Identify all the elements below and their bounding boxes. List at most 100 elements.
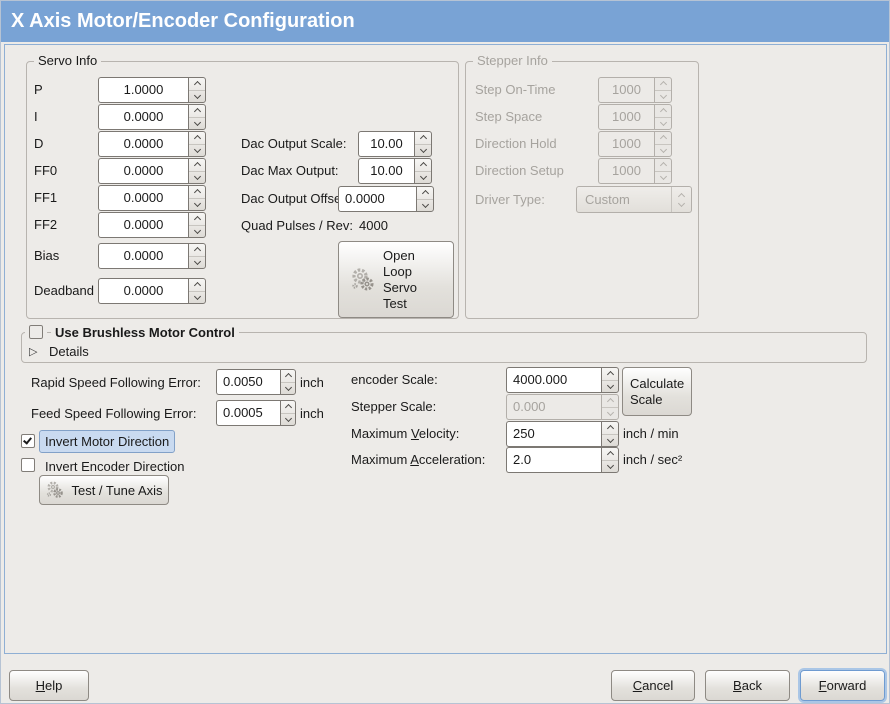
feed-following-error-spinbox[interactable]: 0.0005	[216, 400, 296, 426]
spin-down-icon[interactable]	[415, 172, 431, 184]
i-spinbox-value[interactable]: 0.0000	[98, 104, 188, 130]
ff2-spinbox-arrows[interactable]	[188, 212, 206, 238]
dac-max-output-spinbox[interactable]: 10.00	[358, 158, 432, 184]
rapid-following-error-value[interactable]: 0.0050	[216, 369, 280, 395]
i-spinbox[interactable]: 0.0000	[98, 104, 206, 130]
back-button[interactable]: Back	[705, 670, 790, 701]
maximum-velocity-value[interactable]: 250	[506, 421, 601, 447]
spin-down-icon[interactable]	[417, 200, 433, 212]
i-spinbox-arrows[interactable]	[188, 104, 206, 130]
spin-up-icon[interactable]	[189, 279, 205, 292]
forward-button[interactable]: Forward	[800, 670, 885, 701]
test-tune-axis-button[interactable]: Test / Tune Axis	[39, 475, 169, 505]
dac-output-scale-value[interactable]: 10.00	[358, 131, 414, 157]
open-loop-servo-test-button[interactable]: Open Loop Servo Test	[338, 241, 454, 318]
dac-output-scale-spinbox[interactable]: 10.00	[358, 131, 432, 157]
spin-down-icon[interactable]	[602, 461, 618, 473]
spin-up-icon[interactable]	[189, 105, 205, 118]
feed-following-error-label: Feed Speed Following Error:	[31, 406, 197, 421]
ff1-spinbox-value[interactable]: 0.0000	[98, 185, 188, 211]
spin-up-icon[interactable]	[602, 368, 618, 381]
p-spinbox-value[interactable]: 1.0000	[98, 77, 188, 103]
maximum-acceleration-arrows[interactable]	[601, 447, 619, 473]
ff0-spinbox-value[interactable]: 0.0000	[98, 158, 188, 184]
spin-up-icon[interactable]	[417, 187, 433, 200]
p-spinbox[interactable]: 1.0000	[98, 77, 206, 103]
maximum-velocity-spinbox[interactable]: 250	[506, 421, 619, 447]
ff1-spinbox-arrows[interactable]	[188, 185, 206, 211]
dac-max-output-value[interactable]: 10.00	[358, 158, 414, 184]
spin-down-icon[interactable]	[189, 257, 205, 269]
deadband-spinbox[interactable]: 0.0000	[98, 278, 206, 304]
rapid-following-error-spinbox[interactable]: 0.0050	[216, 369, 296, 395]
p-spinbox-arrows[interactable]	[188, 77, 206, 103]
calculate-scale-button[interactable]: Calculate Scale	[622, 367, 692, 416]
encoder-scale-spinbox[interactable]: 4000.000	[506, 367, 619, 393]
feed-following-error-value[interactable]: 0.0005	[216, 400, 280, 426]
help-button[interactable]: Help	[9, 670, 89, 701]
spin-down-icon[interactable]	[602, 381, 618, 393]
spin-up-icon[interactable]	[602, 422, 618, 435]
deadband-spinbox-value[interactable]: 0.0000	[98, 278, 188, 304]
spin-up-icon[interactable]	[281, 401, 295, 414]
d-spinbox[interactable]: 0.0000	[98, 131, 206, 157]
bias-spinbox[interactable]: 0.0000	[98, 243, 206, 269]
spin-up-icon[interactable]	[281, 370, 295, 383]
encoder-scale-arrows[interactable]	[601, 367, 619, 393]
spin-down-icon[interactable]	[189, 226, 205, 238]
maximum-acceleration-value[interactable]: 2.0	[506, 447, 601, 473]
invert-motor-direction-label[interactable]: Invert Motor Direction	[39, 430, 176, 453]
d-spinbox-arrows[interactable]	[188, 131, 206, 157]
dac-max-output-arrows[interactable]	[414, 158, 432, 184]
details-expander-label[interactable]: Details	[49, 344, 89, 359]
spin-up-icon[interactable]	[189, 213, 205, 226]
invert-encoder-direction-checkbox[interactable]	[21, 458, 35, 472]
ff2-spinbox[interactable]: 0.0000	[98, 212, 206, 238]
spin-down-icon[interactable]	[281, 414, 295, 426]
ff0-spinbox-arrows[interactable]	[188, 158, 206, 184]
spin-down-icon[interactable]	[602, 435, 618, 447]
ff2-spinbox-value[interactable]: 0.0000	[98, 212, 188, 238]
spin-down-icon[interactable]	[189, 199, 205, 211]
invert-encoder-direction-label[interactable]: Invert Encoder Direction	[45, 459, 185, 474]
spin-up-icon[interactable]	[415, 132, 431, 145]
spin-down-icon[interactable]	[415, 145, 431, 157]
help-post: elp	[45, 678, 63, 693]
spin-up-icon[interactable]	[189, 78, 205, 91]
spin-up-icon[interactable]	[602, 448, 618, 461]
spin-up-icon[interactable]	[189, 244, 205, 257]
dac-output-offset-value[interactable]: 0.0000	[338, 186, 416, 212]
ff1-spinbox[interactable]: 0.0000	[98, 185, 206, 211]
spin-down-icon[interactable]	[189, 172, 205, 184]
spin-down-icon[interactable]	[189, 118, 205, 130]
bias-spinbox-arrows[interactable]	[188, 243, 206, 269]
bias-spinbox-value[interactable]: 0.0000	[98, 243, 188, 269]
use-brushless-checkbox[interactable]	[25, 321, 47, 343]
spin-up-icon[interactable]	[189, 159, 205, 172]
deadband-spinbox-arrows[interactable]	[188, 278, 206, 304]
open-loop-line4: Test	[383, 295, 407, 311]
spin-down-icon[interactable]	[281, 383, 295, 395]
encoder-scale-value[interactable]: 4000.000	[506, 367, 601, 393]
rapid-following-error-arrows[interactable]	[280, 369, 296, 395]
dac-output-offset-arrows[interactable]	[416, 186, 434, 212]
stepper-scale-value: 0.000	[506, 394, 601, 420]
spin-down-icon[interactable]	[189, 145, 205, 157]
i-label: I	[34, 109, 38, 124]
invert-motor-direction-checkbox[interactable]	[21, 434, 35, 448]
maximum-acceleration-spinbox[interactable]: 2.0	[506, 447, 619, 473]
spin-up-icon[interactable]	[189, 132, 205, 145]
spin-up-icon[interactable]	[415, 159, 431, 172]
step-on-time-label: Step On-Time	[475, 82, 556, 97]
cancel-button[interactable]: Cancel	[611, 670, 695, 701]
spin-up-icon[interactable]	[189, 186, 205, 199]
d-spinbox-value[interactable]: 0.0000	[98, 131, 188, 157]
spin-down-icon[interactable]	[189, 91, 205, 103]
expander-icon[interactable]: ▷	[29, 346, 38, 358]
feed-following-error-arrows[interactable]	[280, 400, 296, 426]
dac-output-offset-spinbox[interactable]: 0.0000	[338, 186, 434, 212]
spin-down-icon[interactable]	[189, 292, 205, 304]
ff0-spinbox[interactable]: 0.0000	[98, 158, 206, 184]
maximum-velocity-arrows[interactable]	[601, 421, 619, 447]
dac-output-scale-arrows[interactable]	[414, 131, 432, 157]
